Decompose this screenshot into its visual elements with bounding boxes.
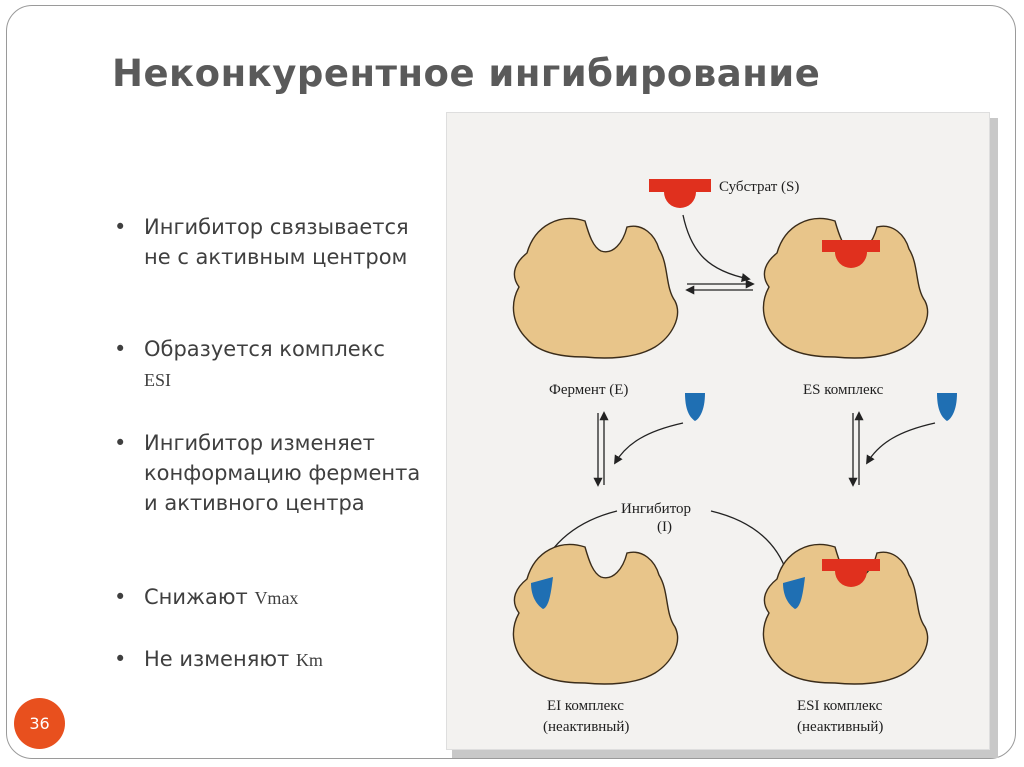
equilibrium-es-esi [848, 411, 864, 487]
bullet-term: Vmax [254, 588, 299, 608]
inhibitor-icon [685, 393, 705, 421]
substrate-icon [649, 179, 711, 208]
inhibition-diagram: Субстрат (S) Фермент (E) ES комплекс [446, 112, 990, 750]
ei-inhibitor-icon [531, 577, 553, 609]
ei-complex-note: (неактивный) [543, 719, 629, 735]
substrate-binding-arrow [682, 214, 751, 283]
slide-title: Неконкурентное ингибирование [112, 52, 821, 95]
ei-complex-label: EI комплекс [547, 698, 624, 714]
inhibitor-icon [937, 393, 957, 421]
bullet-dot: • [114, 431, 127, 455]
inhibitor-label: Ингибитор [621, 501, 691, 517]
es-complex-shape [762, 217, 929, 359]
inhibitor-binding-arrow [614, 422, 684, 465]
esi-complex-note: (неактивный) [797, 719, 883, 735]
substrate-label: Субстрат (S) [719, 179, 799, 195]
diagram-svg: Субстрат (S) Фермент (E) ES комплекс [512, 179, 957, 735]
enzyme-shape [512, 217, 679, 359]
bullet-item: • Снижают Vmax [112, 582, 298, 613]
bullet-text: Ингибитор изменяет конформацию фермента … [144, 431, 421, 515]
bullet-item: • Не изменяют Km [112, 644, 323, 675]
bullet-term: ESI [144, 370, 171, 390]
enzyme-label: Фермент (E) [549, 382, 628, 398]
bullet-dot: • [114, 647, 127, 671]
inhibitor-symbol-label: (I) [657, 519, 672, 535]
bullet-item: • Образуется комплекс ESI [112, 334, 385, 395]
esi-complex-label: ESI комплекс [797, 698, 883, 714]
equilibrium-e-es [685, 279, 755, 295]
equilibrium-e-ei [593, 411, 609, 487]
page-number-badge: 36 [14, 698, 65, 749]
inhibitor-binding-arrow [866, 422, 936, 465]
bullet-dot: • [114, 585, 127, 609]
bullet-item: • Ингибитор связывается не с активным це… [112, 212, 432, 272]
bullet-text: Снижают [144, 585, 248, 609]
bullet-dot: • [114, 215, 127, 239]
bullet-term: Km [295, 650, 323, 670]
es-substrate-icon [822, 240, 880, 268]
es-complex-label: ES комплекс [803, 382, 884, 398]
bullet-text: Ингибитор связывается не с активным цент… [144, 215, 409, 269]
esi-inhibitor-icon [783, 577, 805, 609]
bullet-dot: • [114, 337, 127, 361]
esi-substrate-icon [822, 559, 880, 587]
bullet-text: Не изменяют [144, 647, 290, 671]
bullet-item: • Ингибитор изменяет конформацию фермент… [112, 428, 432, 518]
ei-complex-shape [512, 543, 679, 685]
bullet-text: Образуется комплекс [144, 337, 385, 361]
inhibitor-to-esi-arrow [710, 510, 790, 575]
